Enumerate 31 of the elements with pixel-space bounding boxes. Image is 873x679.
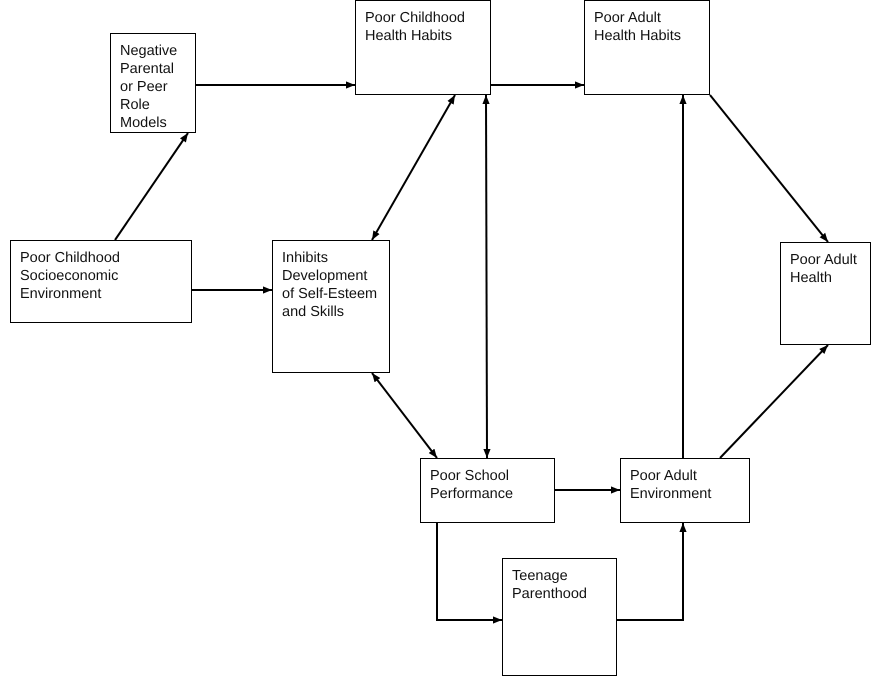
- arrow: [719, 344, 829, 459]
- box-label: Poor Childhood Health Habits: [365, 9, 466, 45]
- arrow: [371, 372, 438, 459]
- process-box: [272, 240, 390, 373]
- arrow: [679, 95, 687, 458]
- process-box: [10, 240, 192, 323]
- arrow: [192, 286, 272, 294]
- arrow: [436, 523, 502, 624]
- box-label: Poor Adult Health: [790, 251, 858, 287]
- box-label: Poor Childhood Socioeconomic Environment: [20, 249, 121, 303]
- box-label: Poor Adult Health Habits: [594, 9, 682, 45]
- box-label: Poor Adult Environment: [630, 467, 712, 503]
- process-box: [502, 558, 617, 676]
- arrow: [196, 81, 355, 89]
- process-box: [355, 0, 491, 95]
- box-label: Negative Parental or Peer Role Models: [120, 42, 178, 132]
- box-label: Inhibits Development of Self-Esteem and Skills: [282, 249, 378, 321]
- arrow: [371, 94, 456, 240]
- arrow: [491, 81, 584, 89]
- process-box: [620, 458, 750, 523]
- arrow: [555, 486, 620, 494]
- process-box: [780, 242, 871, 345]
- process-box: [584, 0, 710, 95]
- box-label: Poor School Performance: [430, 467, 514, 503]
- arrow: [114, 132, 189, 241]
- process-box: [420, 458, 555, 523]
- box-label: Teenage Parenthood: [512, 567, 588, 603]
- arrow: [617, 523, 687, 621]
- arrow: [709, 94, 829, 243]
- process-box: [110, 33, 196, 133]
- arrow: [482, 95, 491, 458]
